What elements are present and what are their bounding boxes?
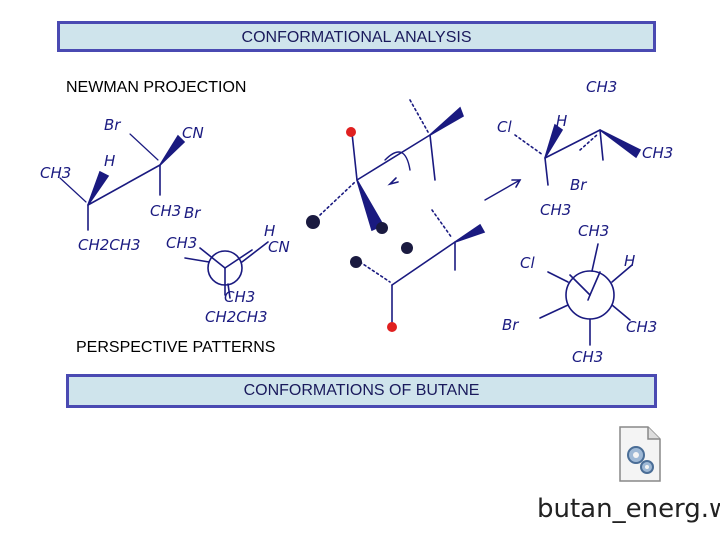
label-ch3-newman-right-bottom: CH3 xyxy=(572,348,603,366)
butane-banner-text: CONFORMATIONS OF BUTANE xyxy=(243,382,480,399)
label-ch2ch3-left: CH2CH3 xyxy=(78,236,141,254)
label-h-newman: H xyxy=(264,222,275,240)
sawhorse-right xyxy=(514,123,642,186)
label-ch3-left: CH3 xyxy=(40,164,71,182)
perspective-patterns-caption: PERSPECTIVE PATTERNS xyxy=(76,339,276,356)
title-text: CONFORMATIONAL ANALYSIS xyxy=(241,29,472,46)
newman-left xyxy=(184,241,269,299)
atom-markers xyxy=(306,127,413,332)
label-br-newman-right: Br xyxy=(502,316,519,334)
label-br-left: Br xyxy=(104,116,121,134)
label-ch3-right-mid: CH3 xyxy=(540,201,571,219)
document-gear-icon[interactable] xyxy=(618,425,662,488)
label-ch3-mid: CH3 xyxy=(150,202,181,220)
newman-right xyxy=(539,243,633,346)
label-cl-right: Cl xyxy=(497,118,512,136)
title-banner: CONFORMATIONAL ANALYSIS xyxy=(57,21,656,52)
butane-banner[interactable]: CONFORMATIONS OF BUTANE xyxy=(66,374,657,408)
label-cn-newman: CN xyxy=(268,238,290,256)
label-ch3-top-right: CH3 xyxy=(586,78,617,96)
label-br-newman: Br xyxy=(184,204,201,222)
label-cn-left: CN xyxy=(182,124,204,142)
label-ch3-newman: CH3 xyxy=(166,234,197,252)
label-ch2ch3-bottom: CH2CH3 xyxy=(205,308,268,326)
label-ch3-newman-right: CH3 xyxy=(626,318,657,336)
label-h-newman-right: H xyxy=(624,252,635,270)
sawhorse-left xyxy=(59,133,186,231)
label-h-left: H xyxy=(104,152,115,170)
file-name-label[interactable]: butan_energ.w xyxy=(537,494,720,524)
label-cl-newman-right: Cl xyxy=(520,254,535,272)
label-h-right: H xyxy=(556,112,567,130)
label-br-right: Br xyxy=(570,176,587,194)
label-ch3-newman-right-top: CH3 xyxy=(578,222,609,240)
label-ch3-bottom: CH3 xyxy=(224,288,255,306)
label-ch3-right: CH3 xyxy=(642,144,673,162)
ball-and-stick-middle xyxy=(319,99,522,326)
newman-projection-caption: NEWMAN PROJECTION xyxy=(66,79,247,96)
